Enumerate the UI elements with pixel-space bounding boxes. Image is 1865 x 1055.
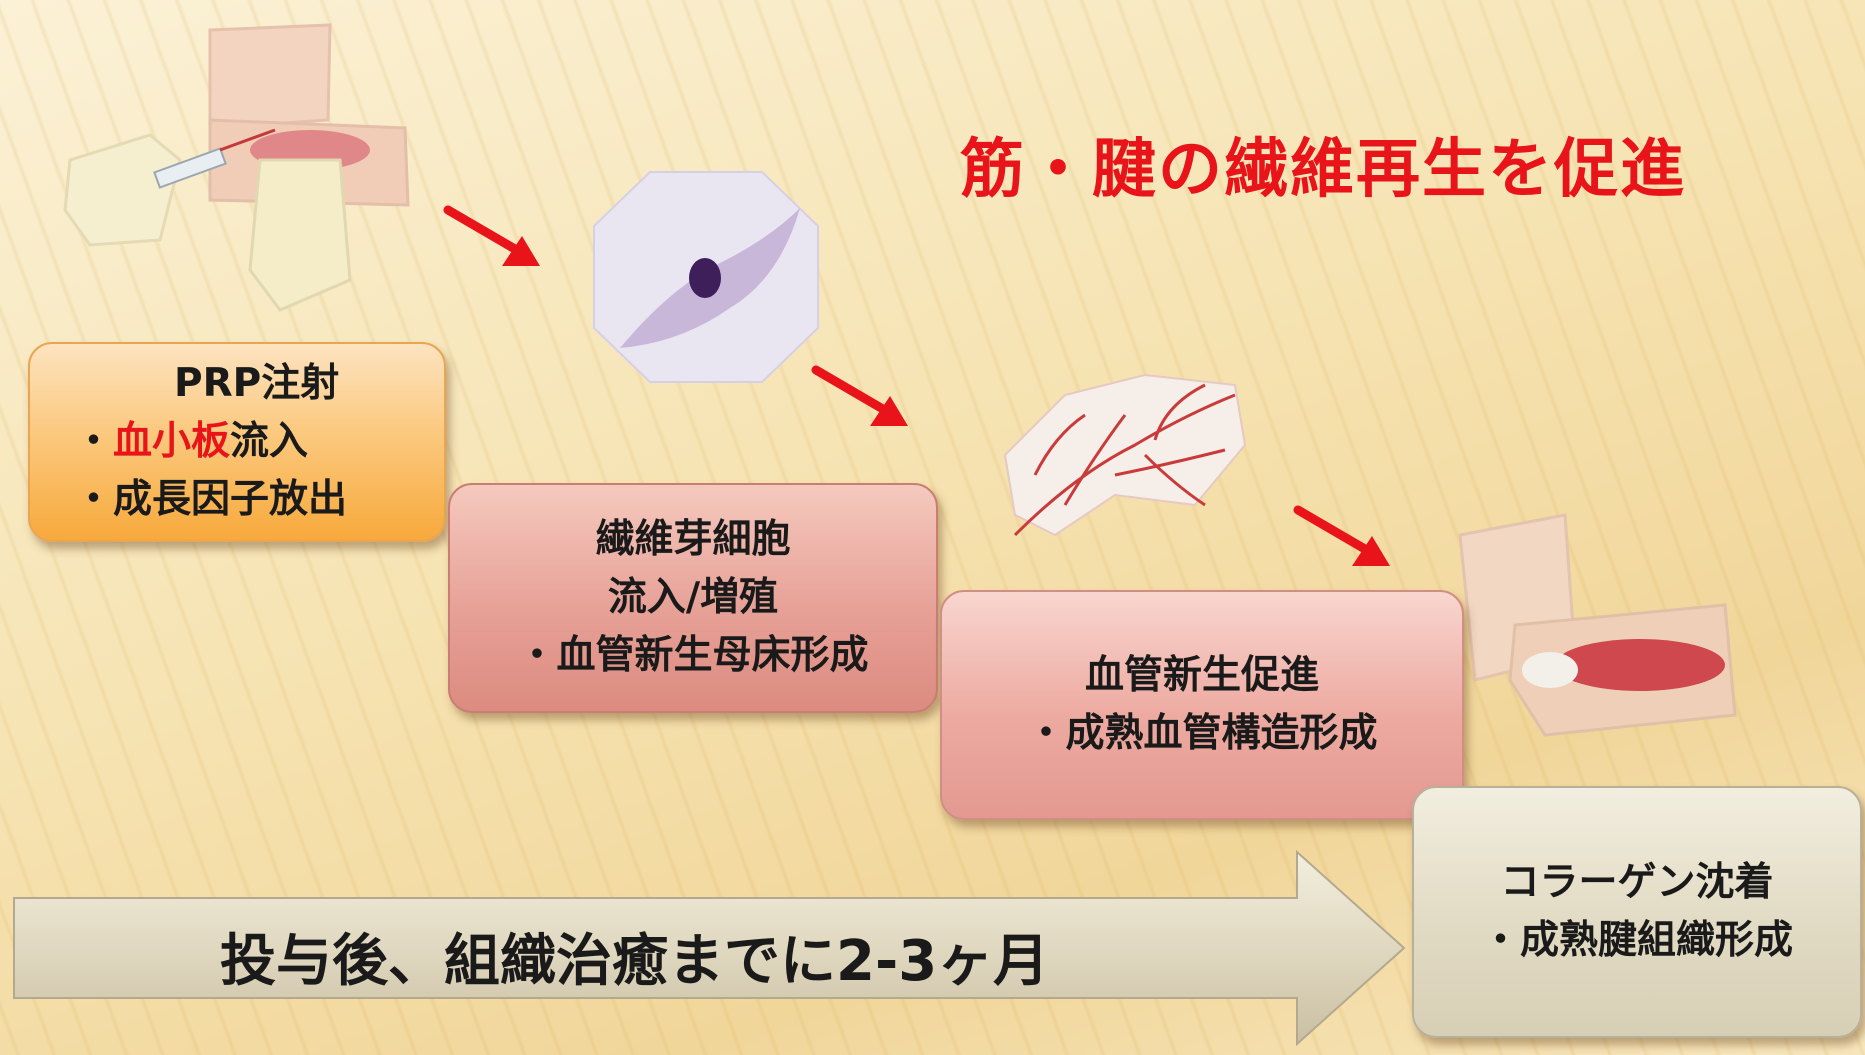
platelet-highlight: 血小板 [113,419,231,464]
step2-line2: 流入/増殖 [607,575,779,620]
step1-line3: ・成長因子放出 [74,477,348,522]
blood-vessel-network-image [1003,373,1247,537]
timeline-label: 投与後、組織治癒までに2-3ヶ月 [220,929,1050,994]
step-box-prp-injection: PRP注射 ・血小板流入 ・成長因子放出 [28,342,446,542]
step2-line3: ・血管新生母床形成 [517,633,869,678]
step-box-angiogenesis: 血管新生促進 ・成熟血管構造形成 [940,590,1464,820]
step-box-collagen: コラーゲン沈着 ・成熟腱組織形成 [1412,786,1862,1038]
step-box-fibroblast: 繊維芽細胞 流入/増殖 ・血管新生母床形成 [448,483,938,713]
fibroblast-cell-image [593,171,819,383]
step2-line1: 繊維芽細胞 [595,517,791,562]
red-arrow [443,205,540,266]
step4-line1: コラーゲン沈着 [1500,860,1774,905]
step3-line1: 血管新生促進 [1084,653,1319,698]
bullet: ・ [74,419,114,464]
slide-title: 筋・腱の繊維再生を促進 [960,133,1686,207]
healed-elbow-illustration [1458,513,1737,737]
red-arrow [1293,505,1390,566]
timeline-arrow [13,850,1406,1046]
step3-line2: ・成熟血管構造形成 [1026,711,1378,756]
elbow-injection-illustration [63,23,410,312]
step4-line2: ・成熟腱組織形成 [1480,918,1793,963]
step1-line2: ・血小板流入 [74,413,444,471]
step1-line2-rest: 流入 [230,419,309,464]
step1-heading: PRP注射 [174,361,340,406]
red-arrow [811,365,908,426]
